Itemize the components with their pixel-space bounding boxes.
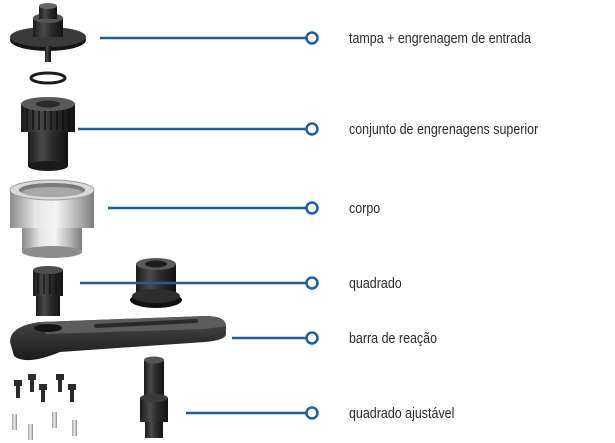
leader-ajustavel [186, 406, 319, 420]
quadrado-part [33, 266, 63, 316]
o-ring [29, 71, 67, 85]
leader-conjunto [78, 122, 319, 136]
leader-corpo [108, 201, 319, 215]
label-barra: barra de reação [349, 331, 438, 347]
square-socket-part [130, 258, 182, 308]
label-conjunto: conjunto de engrenagens superior [349, 122, 539, 138]
corpo-part [9, 179, 95, 258]
label-ajustavel: quadrado ajustável [349, 406, 455, 422]
screws-group [14, 374, 76, 402]
barra-part [10, 316, 226, 361]
ajustavel-part [140, 356, 168, 438]
label-quadrado: quadrado [349, 276, 402, 292]
label-tampa: tampa + engrenagem de entrada [349, 31, 531, 47]
leader-quadrado [80, 276, 319, 290]
conjunto-part [21, 97, 75, 171]
tampa-part [10, 3, 86, 62]
pins-group [12, 412, 77, 440]
leader-barra [232, 331, 319, 345]
leader-tampa [100, 31, 319, 45]
label-corpo: corpo [349, 201, 381, 217]
